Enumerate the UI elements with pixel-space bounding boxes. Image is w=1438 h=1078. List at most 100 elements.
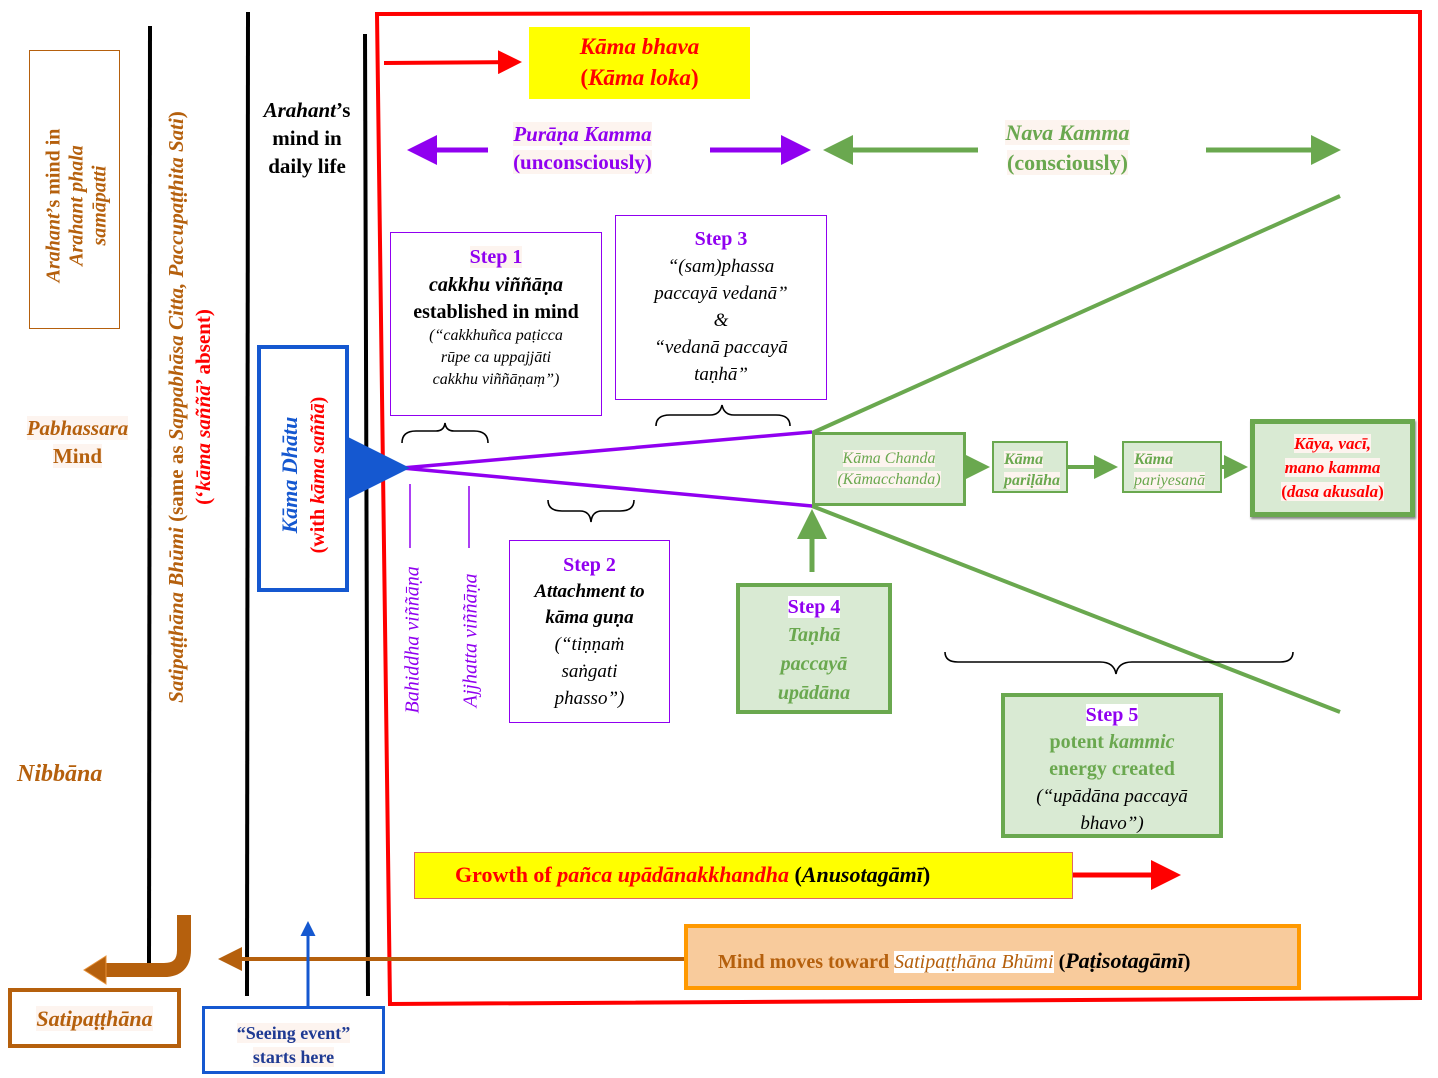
growth-line-upper bbox=[811, 194, 1341, 435]
purana-kamma-sub: (unconsciously) bbox=[513, 150, 652, 174]
step4-line3: upādāna bbox=[777, 682, 851, 704]
mind-moves-close: ) bbox=[1183, 951, 1191, 973]
step1-box: Step 1 cakkhu viññāṇa established in min… bbox=[390, 232, 602, 416]
kama-chanda-box: Kāma Chanda (Kāmacchanda) bbox=[812, 432, 966, 506]
seeing-event-line1: “Seeing event” bbox=[236, 1023, 351, 1043]
kama-sanna-close: ’ absent) bbox=[191, 309, 215, 386]
brace-step3 bbox=[655, 404, 791, 427]
kamma-box: Kāya, vacī, mano kamma (dasa akusala) bbox=[1250, 419, 1415, 517]
seeing-event-line2: starts here bbox=[252, 1047, 335, 1067]
step1-title: cakkhu viññāṇa bbox=[429, 274, 563, 296]
growth-line-lower bbox=[811, 504, 1341, 714]
step5-quote-line1: (“upādāna paccayā bbox=[1036, 786, 1188, 807]
purana-kamma-title: Purāṇa Kamma bbox=[513, 122, 652, 146]
mind-moves-italic: Satipaṭṭhāna Bhūmi bbox=[894, 951, 1054, 973]
arahant-phala-line2: Arahant phala bbox=[65, 145, 88, 266]
kama-dhatu-title: Kāma Dhātu bbox=[277, 416, 302, 534]
patisotagami: Paṭisotagāmī bbox=[1065, 948, 1184, 973]
step4-box: Step 4 Taṇhā paccayā upādāna bbox=[736, 583, 892, 714]
growth-open: ( bbox=[788, 862, 802, 887]
ajjhatta-vinnana-label: Ajjhatta viññāṇa bbox=[459, 573, 482, 708]
pabhassara-mind-label: Pabhassara Mind bbox=[15, 414, 140, 470]
step1-subtitle: established in mind bbox=[413, 301, 579, 323]
kama-dhatu-sub-open: (with bbox=[307, 503, 329, 554]
divider-line-1 bbox=[147, 25, 152, 966]
kama-parilaha-line1: Kāma bbox=[1004, 451, 1044, 468]
kama-bhava-title: Kāma bhava bbox=[579, 34, 700, 59]
step4-line1: Taṇhā bbox=[787, 624, 841, 646]
kamma-line2: mano kamma bbox=[1284, 458, 1381, 477]
bahiddha-vinnana-label: Bahiddha viññāṇa bbox=[401, 566, 424, 714]
kama-pariyesana-line2: pariyesanā bbox=[1134, 472, 1206, 489]
arahant-daily-italic: Arahant bbox=[263, 98, 336, 122]
step5-line1-italic: kammic bbox=[1108, 731, 1175, 753]
kama-pariyesana-box: Kāma pariyesanā bbox=[1122, 441, 1222, 493]
divider-line-3 bbox=[363, 33, 370, 997]
growth-close: ) bbox=[922, 862, 931, 887]
kama-dhatu-sub-close: ) bbox=[307, 396, 329, 404]
step5-line2: energy created bbox=[1049, 758, 1175, 780]
kama-bhava-box: Kāma bhava (Kāma loka) bbox=[529, 27, 750, 99]
step5-box: Step 5 potent kammic energy created (“up… bbox=[1001, 693, 1223, 838]
step1-quote-line3: cakkhu viññāṇaṃ”) bbox=[432, 371, 560, 388]
kama-loka-open: ( bbox=[580, 65, 589, 90]
step3-line1: “(sam)phassa bbox=[667, 256, 775, 277]
nava-kamma-label: Nava Kamma (consciously) bbox=[980, 118, 1155, 178]
arahant-phala-line1-italic: Arahant bbox=[42, 213, 65, 283]
brace-step5 bbox=[944, 651, 1294, 675]
brace-step2 bbox=[547, 499, 635, 523]
arahant-phala-box: Arahant’s mind in Arahant phala samāpatt… bbox=[29, 50, 120, 329]
mind-word: Mind bbox=[52, 444, 102, 468]
step4-line2: paccayā bbox=[780, 653, 848, 675]
kama-parilaha-box: Kāma pariḷāha bbox=[992, 441, 1068, 493]
step4-label: Step 4 bbox=[787, 596, 841, 618]
arahant-daily-line2: mind in bbox=[272, 126, 342, 150]
step3-box: Step 3 “(sam)phassa paccayā vedanā” & “v… bbox=[615, 215, 827, 400]
step2-line2: kāma guṇa bbox=[545, 607, 634, 628]
nava-kamma-title: Nava Kamma bbox=[1005, 120, 1130, 145]
step3-ampersand: & bbox=[713, 310, 729, 331]
growth-box: Growth of pañca upādānakkhandha (Anusota… bbox=[414, 852, 1073, 899]
arahant-phala-line3: samāpatti bbox=[88, 165, 111, 246]
kamma-line3-close: ) bbox=[1378, 482, 1384, 501]
satipatthana-bhumi-close: ) bbox=[164, 111, 188, 119]
kama-pariyesana-line1: Kāma bbox=[1134, 451, 1174, 468]
step1-quote-line2: rūpe ca uppajjāti bbox=[440, 349, 552, 366]
step3-label: Step 3 bbox=[694, 228, 748, 250]
kama-loka-text: Kāma loka bbox=[588, 65, 691, 90]
step2-quote-line1: (“tiṇṇaṁ bbox=[554, 634, 625, 655]
satipatthana-box: Satipaṭṭhāna bbox=[8, 988, 181, 1048]
step5-line1-plain: potent bbox=[1049, 731, 1109, 753]
step3-line2: paccayā vedanā” bbox=[654, 283, 788, 304]
mind-moves-open: ( bbox=[1053, 951, 1066, 973]
kama-loka-frame bbox=[374, 9, 1422, 1007]
divider-line-2 bbox=[245, 11, 250, 997]
step2-quote-line2: saṅgati bbox=[561, 661, 618, 682]
kama-sanna-open: (‘ bbox=[191, 490, 215, 505]
kama-loka-close: ) bbox=[690, 65, 699, 90]
kamma-line1: Kāya, vacī, bbox=[1294, 434, 1371, 453]
growth-italic: pañca upādānakkhandha bbox=[557, 862, 789, 887]
arahant-daily-line3: daily life bbox=[268, 154, 346, 178]
satipatthana-label: Satipaṭṭhāna bbox=[36, 1006, 153, 1031]
kama-parilaha-line2: pariḷāha bbox=[1004, 472, 1061, 489]
purple-line-lower bbox=[401, 466, 813, 508]
pabhassara-word: Pabhassara bbox=[26, 416, 129, 440]
arahant-phala-line1-rest: ’s mind in bbox=[42, 128, 65, 214]
satipatthana-bhumi-label: Satipaṭṭhāna Bhūmi (same as Sappabhāsa C… bbox=[163, 37, 217, 777]
purana-kamma-label: Purāṇa Kamma (unconsciously) bbox=[495, 120, 670, 176]
step2-box: Step 2 Attachment to kāma guṇa (“tiṇṇaṁ … bbox=[509, 540, 670, 723]
satipatthana-bhumi-text: (same as bbox=[164, 440, 188, 528]
nibbana-label: Nibbāna bbox=[17, 761, 103, 787]
kamma-line3-open: ( bbox=[1281, 482, 1287, 501]
step3-line4: “vedanā paccayā bbox=[654, 337, 788, 358]
anusotagami: Anusotagāmī bbox=[801, 862, 923, 887]
nava-kamma-sub: (consciously) bbox=[1007, 150, 1128, 175]
step2-line1: Attachment to bbox=[534, 581, 645, 602]
step5-quote-line2: bhavo”) bbox=[1080, 813, 1144, 834]
kama-dhatu-box: Kāma Dhātu (with kāma saññā) bbox=[257, 345, 349, 592]
mind-moves-box: Mind moves toward Satipaṭṭhāna Bhūmi (Pa… bbox=[684, 924, 1301, 990]
kama-bhava-arrow bbox=[383, 50, 522, 75]
step5-label: Step 5 bbox=[1085, 704, 1139, 726]
